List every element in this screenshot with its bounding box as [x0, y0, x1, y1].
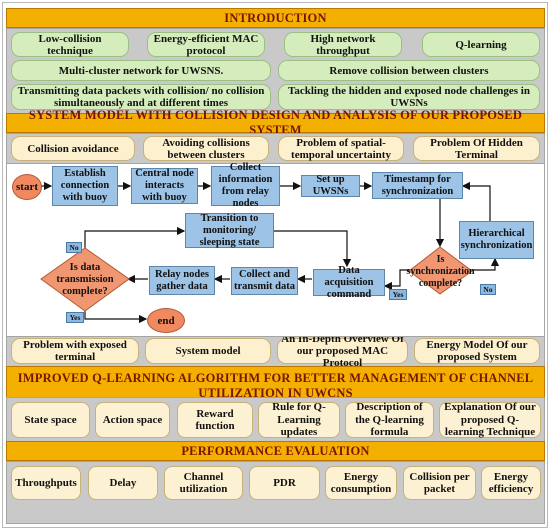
introduction-header: INTRODUCTION [6, 8, 545, 28]
performance-metric: Throughputs [11, 466, 81, 500]
intro-item: Low-collision technique [11, 32, 129, 57]
performance-metric: Delay [88, 466, 158, 500]
no-label-data: No [66, 242, 82, 253]
q-item: Action space [95, 402, 170, 438]
system-topic: System model [145, 338, 271, 364]
performance-metric: Energy efficiency [481, 466, 541, 500]
data-decision-diamond [40, 247, 130, 312]
performance-metric: Collision per packet [403, 466, 476, 500]
arrow-decision-end [84, 311, 148, 324]
data-decision-label: Is data transmission complete? [56, 262, 114, 297]
intro-item: Multi-cluster network for UWSNS. [11, 60, 271, 81]
introduction-panel: Low-collision technique Energy-efficient… [6, 28, 545, 114]
performance-metric: Channel utilization [164, 466, 243, 500]
system-topic: Problem of spatial-temporal uncertainty [278, 136, 404, 161]
intro-item: High network throughput [284, 32, 402, 57]
establish-connection-step: Establish connection with buoy [52, 166, 118, 206]
performance-panel: Throughputs Delay Channel utilization PD… [6, 461, 545, 524]
performance-metric: PDR [249, 466, 320, 500]
arrow-decision-hierarchical [472, 257, 500, 271]
transition-step: Transition to monitoring/ sleeping state [185, 213, 274, 248]
q-item: Description of the Q-learning formula [345, 401, 434, 438]
timestamp-step: Timestamp for synchronization [372, 172, 463, 199]
system-topic: Energy Model Of our proposed System [414, 338, 540, 364]
arrow-transition-acquisition [274, 230, 352, 268]
setup-uwsns-step: Set up UWSNs [301, 174, 360, 197]
performance-header: PERFORMANCE EVALUATION [6, 441, 545, 461]
arrow-hierarchical-timestamp [461, 181, 491, 221]
collect-transmit-step: Collect and transmit data [231, 267, 298, 295]
arrow-decision-acquisition [383, 269, 409, 291]
intro-item: Tackling the hidden and exposed node cha… [278, 84, 540, 110]
q-learning-panel: State space Action space Reward function… [6, 397, 545, 442]
performance-metric: Energy consumption [325, 466, 397, 500]
collect-relay-info-step: Collect information from relay nodes [211, 162, 280, 209]
end-node: end [147, 308, 185, 333]
intro-item: Q-learning [422, 32, 540, 57]
q-item: State space [11, 402, 90, 438]
yes-label-sync: Yes [389, 289, 407, 300]
arrow-decision-transition [84, 226, 186, 248]
intro-item: Remove collision between clusters [278, 60, 540, 81]
data-acquisition-step: Data acquisition command [313, 265, 385, 300]
yes-label-data: Yes [66, 312, 84, 323]
system-topic: Problem Of Hidden Terminal [413, 136, 540, 161]
system-topic: Problem with exposed terminal [11, 338, 139, 364]
q-item: Reward function [177, 402, 253, 438]
sync-decision-label: Is synchronization complete? [406, 254, 475, 289]
central-node-step: Central node interacts with buoy [131, 168, 198, 204]
start-node: start [12, 174, 42, 200]
intro-item: Transmitting data packets with collision… [11, 84, 271, 110]
q-item: Rule for Q-Learning updates [258, 401, 340, 438]
hierarchical-sync-step: Hierarchical synchronization [459, 221, 534, 259]
system-topic: Collision avoidance [11, 136, 135, 161]
q-item: Explanation Of our proposed Q-learning T… [439, 401, 541, 438]
system-topic: Avoiding collisions between clusters [143, 136, 269, 161]
intro-item: Energy-efficient MAC protocol [147, 32, 265, 57]
no-label-sync: No [480, 284, 496, 295]
relay-gather-step: Relay nodes gather data [149, 266, 215, 295]
sync-decision-diamond [408, 246, 473, 295]
